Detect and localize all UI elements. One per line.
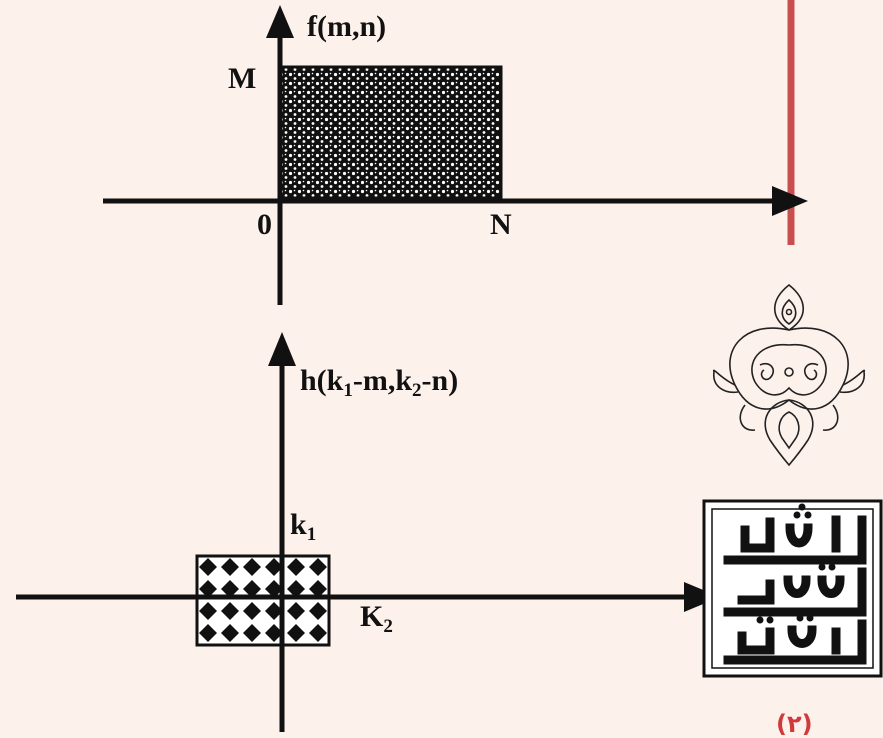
signal-f-region [277, 65, 503, 200]
bottom-x-arrowhead [684, 582, 720, 612]
persian-ornament-icon [712, 283, 866, 467]
h-function-label: h(k1-m,k2-n) [300, 364, 459, 401]
y-axis-mark-M: M [228, 62, 257, 95]
university-logo [702, 499, 883, 678]
x-axis-mark-K2: K2 [360, 600, 393, 637]
top-y-arrowhead [266, 5, 294, 38]
y-axis-mark-k1: k1 [290, 508, 317, 545]
kernel-h-region [195, 554, 331, 647]
f-function-label: f(m,n) [307, 10, 387, 43]
page-number: (۲) [776, 710, 813, 738]
x-axis-mark-N: N [490, 208, 512, 241]
origin-label: 0 [257, 208, 272, 241]
top-x-arrowhead [772, 186, 808, 216]
bottom-y-arrowhead [268, 332, 296, 366]
